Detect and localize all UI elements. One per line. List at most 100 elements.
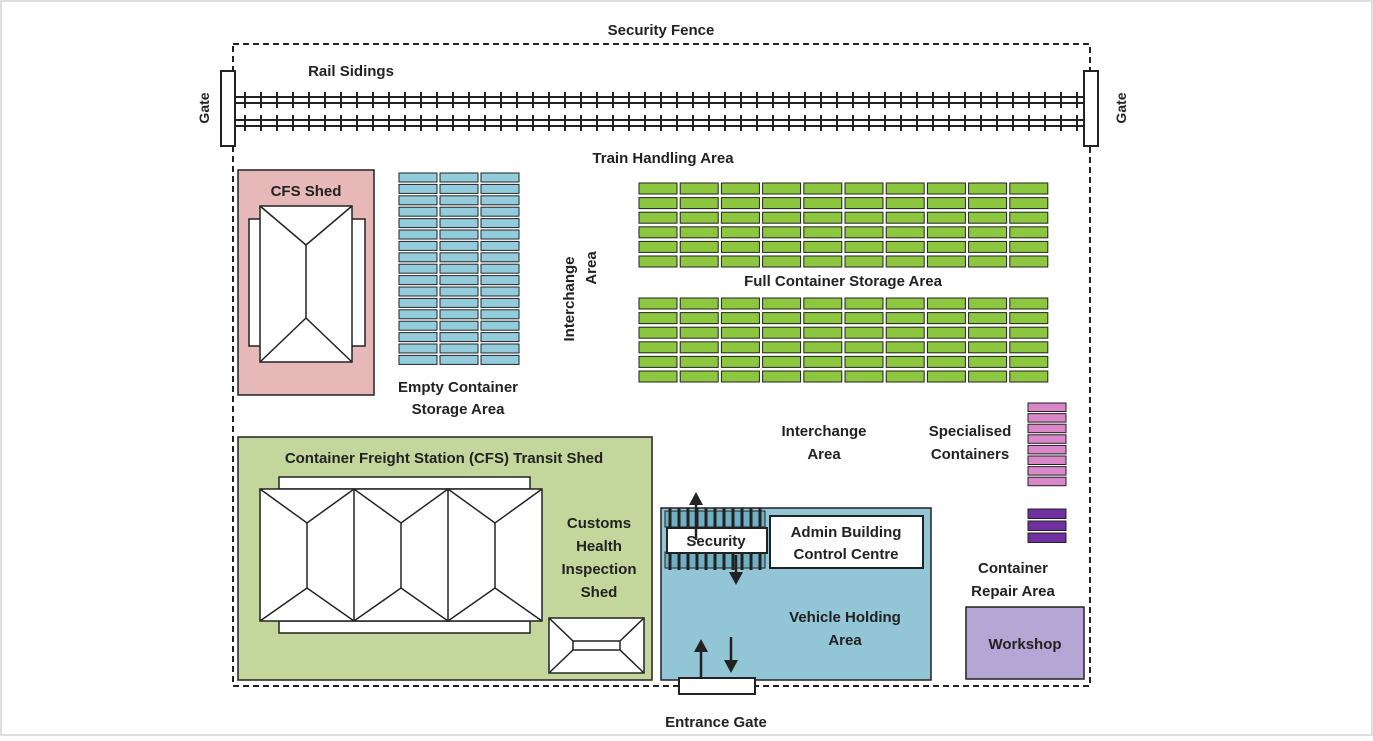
full-container — [926, 297, 966, 310]
full-container — [1009, 341, 1049, 354]
rail-ties-top — [244, 92, 1078, 108]
full-container — [844, 182, 884, 195]
workshop-label: Workshop — [988, 636, 1061, 653]
vehicle-holding-label-line2: Area — [828, 632, 862, 649]
full-container — [803, 226, 843, 239]
empty-container — [480, 309, 520, 320]
customs-label-line1: Customs — [567, 515, 631, 532]
customs-label-line3: Inspection — [561, 561, 636, 578]
full-container — [885, 240, 925, 253]
empty-container — [439, 206, 479, 217]
empty-container — [398, 240, 438, 251]
full-container — [1009, 370, 1049, 383]
full-container — [968, 312, 1008, 325]
full-container — [679, 312, 719, 325]
full-container — [968, 297, 1008, 310]
empty-container — [439, 218, 479, 229]
full-container — [720, 226, 760, 239]
full-container — [762, 312, 802, 325]
full-container — [803, 312, 843, 325]
full-container — [679, 240, 719, 253]
specialised-container — [1027, 434, 1067, 444]
full-container — [926, 226, 966, 239]
full-container — [926, 240, 966, 253]
container-repair-label-line2: Repair Area — [971, 583, 1055, 600]
full-container — [1009, 211, 1049, 224]
specialised-label-line1: Specialised — [929, 423, 1012, 440]
full-container — [679, 211, 719, 224]
empty-container — [439, 183, 479, 194]
full-container — [803, 197, 843, 210]
full-container — [803, 341, 843, 354]
full-container — [885, 355, 925, 368]
full-container — [1009, 355, 1049, 368]
full-container — [885, 326, 925, 339]
right-gate — [1083, 70, 1099, 147]
full-container — [844, 226, 884, 239]
full-container — [803, 255, 843, 268]
admin-label-line2: Control Centre — [794, 546, 899, 563]
full-container — [762, 297, 802, 310]
full-container — [638, 211, 678, 224]
full-container — [762, 255, 802, 268]
specialised-purple-stack — [1027, 508, 1067, 543]
full-container — [720, 341, 760, 354]
full-container — [762, 370, 802, 383]
empty-container — [439, 195, 479, 206]
full-container — [762, 211, 802, 224]
empty-container — [439, 229, 479, 240]
full-container — [1009, 240, 1049, 253]
full-container — [638, 240, 678, 253]
full-container — [1009, 226, 1049, 239]
full-container — [638, 341, 678, 354]
full-container — [885, 341, 925, 354]
empty-container — [439, 297, 479, 308]
entrance-gate — [678, 677, 756, 695]
full-container — [720, 182, 760, 195]
empty-container — [480, 343, 520, 354]
admin-building — [769, 515, 924, 569]
entrance-out-arrow — [724, 637, 738, 673]
full-container — [926, 326, 966, 339]
full-container — [844, 341, 884, 354]
full-container — [720, 240, 760, 253]
full-container — [762, 341, 802, 354]
full-container — [968, 370, 1008, 383]
full-container — [638, 197, 678, 210]
rail-ties-bottom — [244, 115, 1078, 131]
cfs-transit-shed-label: Container Freight Station (CFS) Transit … — [285, 450, 603, 467]
empty-container — [398, 343, 438, 354]
full-container — [638, 370, 678, 383]
full-container — [803, 326, 843, 339]
empty-container — [398, 286, 438, 297]
empty-container — [480, 172, 520, 183]
full-container — [638, 297, 678, 310]
full-container — [968, 182, 1008, 195]
empty-container — [480, 240, 520, 251]
full-container — [926, 211, 966, 224]
full-container — [638, 226, 678, 239]
empty-container — [398, 229, 438, 240]
full-container — [762, 226, 802, 239]
full-container — [1009, 182, 1049, 195]
full-container — [968, 355, 1008, 368]
full-container — [1009, 312, 1049, 325]
rail-sidings — [232, 92, 1085, 131]
full-container — [844, 297, 884, 310]
transit-shed-top-canopy — [278, 476, 531, 490]
empty-container — [439, 309, 479, 320]
full-container — [968, 255, 1008, 268]
cfs-shed-label: CFS Shed — [271, 183, 342, 200]
empty-container — [398, 309, 438, 320]
empty-container — [398, 252, 438, 263]
full-container — [720, 211, 760, 224]
full-container — [885, 255, 925, 268]
full-container — [720, 297, 760, 310]
full-container — [638, 255, 678, 268]
full-container — [1009, 197, 1049, 210]
full-container — [679, 341, 719, 354]
full-container — [968, 211, 1008, 224]
cfs-transit-shed-building — [259, 476, 543, 634]
security-checkpoint-lanes — [664, 508, 766, 570]
